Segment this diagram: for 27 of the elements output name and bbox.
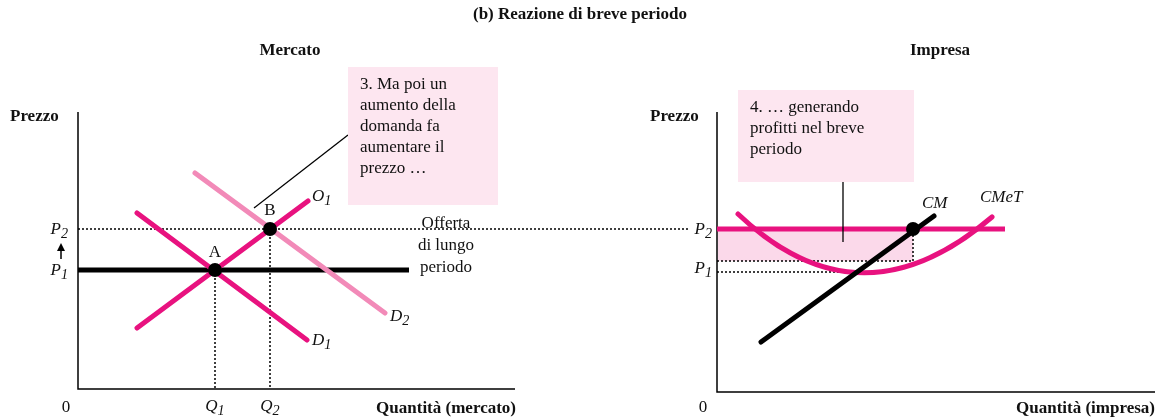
leader-line xyxy=(253,134,349,209)
axis-tick-label: P$_{2}$ xyxy=(694,218,712,244)
callout-box: 3. Ma poi un aumento della domanda fa aumentare il prezzo … xyxy=(348,67,498,205)
curve-label: CMeT xyxy=(980,187,1023,207)
axis-title: Prezzo xyxy=(10,106,59,126)
curve-label: CM xyxy=(922,193,948,213)
axis-tick-label: P$_{1}$ xyxy=(694,257,712,283)
axis-title: Prezzo xyxy=(650,106,699,126)
axis-tick-label: 0 xyxy=(698,397,708,417)
curve-label: D$_{1}$ xyxy=(312,329,332,355)
chart-title: (b) Reazione di breve periodo xyxy=(472,4,688,24)
curve-label: O$_{1}$ xyxy=(312,185,332,211)
axis-title: Quantità (mercato) xyxy=(376,398,516,418)
panel-title: Impresa xyxy=(909,40,971,60)
callout-box: 4. … generando profitti nel breve periodo xyxy=(738,90,914,182)
curve-label: D$_{2}$ xyxy=(390,305,410,331)
panel-title: Mercato xyxy=(259,40,321,60)
axis-tick-label: Q$_{2}$ xyxy=(260,395,280,420)
axis-tick-label: Q$_{1}$ xyxy=(205,395,225,420)
point-label: A xyxy=(208,242,222,262)
axis-tick-label: P$_{1}$ xyxy=(50,259,68,285)
axis-tick-label: P$_{2}$ xyxy=(50,218,68,244)
curve-label: Offerta di lungo periodo xyxy=(416,212,476,278)
leader-line xyxy=(842,181,844,243)
axis-tick-label: 0 xyxy=(61,397,71,417)
point-label: B xyxy=(264,200,276,220)
axis-title: Quantità (impresa) xyxy=(1016,398,1155,418)
